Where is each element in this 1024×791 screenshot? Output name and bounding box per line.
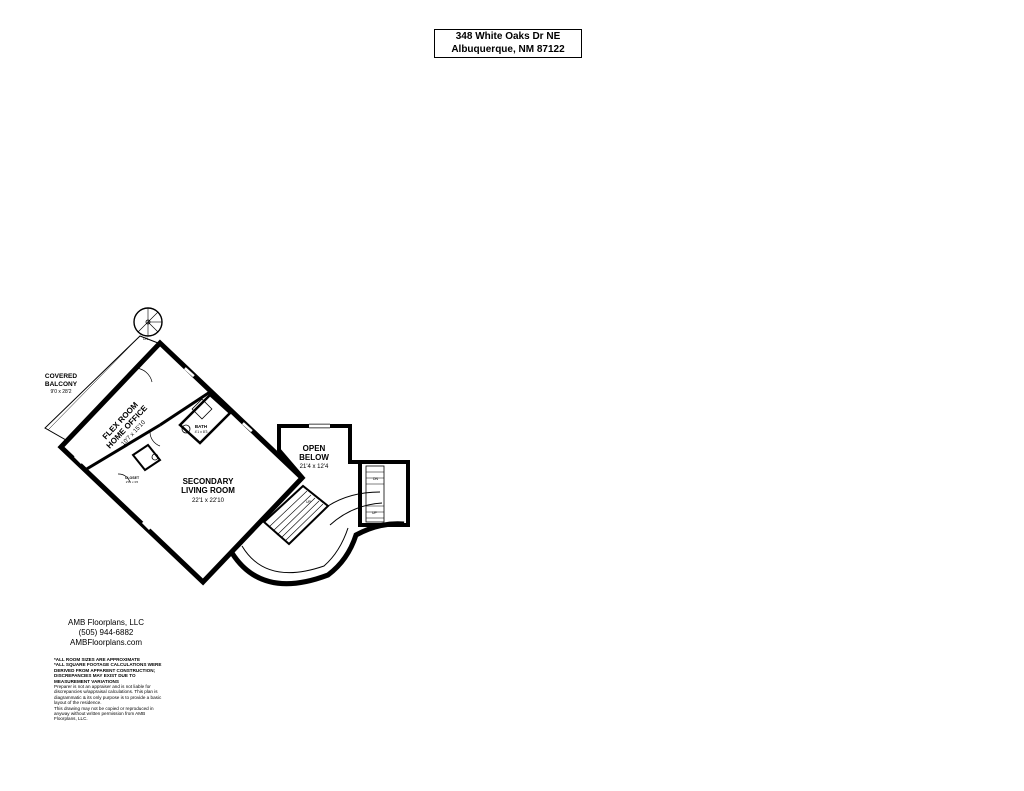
open-below-dims: 21'4 x 12'4 (300, 464, 329, 470)
spiral-stair: DN (133, 307, 163, 341)
label-flex-room: FLEX ROOM HOME OFFICE 10'7 x 15'10 (101, 400, 150, 450)
living-name-line-2: LIVING ROOM (181, 486, 235, 495)
curved-bay (229, 521, 405, 587)
living-dims: 22'1 x 22'10 (192, 498, 225, 504)
disclaimer-line: *ALL SQUARE FOOTAGE CALCULATIONS WERE (54, 662, 162, 668)
label-covered-balcony: COVERED BALCONY 9'0 x 28'2 (45, 373, 78, 395)
disclaimer-line: DERIVED FROM APPARENT CONSTRUCTION; (54, 667, 156, 673)
main-stair (262, 484, 383, 546)
right-stair-up-label: UP (372, 511, 378, 515)
disclaimer-line: *ALL ROOM SIZES ARE APPROXIMATE (54, 657, 141, 662)
bath-dims: 4'1 x 8'3 (195, 430, 208, 434)
disclaimer-line: Preparer is not an appraiser and is not … (54, 684, 151, 690)
disclaimer-line: DISCREPANCIES MAY EXIST DUE TO (54, 673, 136, 679)
spiral-stair-dn-label: DN (143, 337, 149, 341)
bath-name: BATH (195, 424, 207, 429)
right-stair-dn-label: DN (373, 477, 379, 481)
closet-name: CLOSET (125, 476, 140, 480)
balcony-dims: 9'0 x 28'2 (50, 389, 71, 395)
address-line-2: Albuquerque, NM 87122 (451, 43, 565, 55)
company-phone: (505) 944-6882 (78, 628, 134, 637)
label-secondary-living: SECONDARY LIVING ROOM 22'1 x 22'10 (181, 477, 235, 504)
label-open-below: OPEN BELOW 21'4 x 12'4 (299, 444, 329, 470)
balcony-name-line-2: BALCONY (45, 381, 78, 388)
disclaimer-line: This drawing may not be copied or reprod… (54, 705, 154, 711)
living-name-line-1: SECONDARY (183, 477, 234, 486)
disclaimer-line: discrepancies w/appraisal calculations. … (54, 689, 158, 695)
open-below-name-line-1: OPEN (303, 444, 326, 453)
open-below-name-line-2: BELOW (299, 453, 329, 462)
closet-dims: 2'11 x 3'6 (126, 480, 139, 484)
disclaimer-line: MEASUREMENT VARIATIONS (54, 678, 119, 684)
disclaimer: *ALL ROOM SIZES ARE APPROXIMATE *ALL SQU… (54, 657, 204, 722)
address-box: 348 White Oaks Dr NE Albuquerque, NM 871… (434, 29, 582, 58)
main-stair-up-label: UP (306, 500, 312, 504)
label-bath: BATH 4'1 x 8'3 (195, 424, 208, 434)
disclaimer-line: anyway without written permission from A… (54, 711, 146, 717)
windows (73, 366, 253, 531)
disclaimer-line: diagrammatic & its only purpose is to pr… (54, 694, 162, 700)
balcony-name-line-1: COVERED (45, 373, 77, 380)
company-name: AMB Floorplans, LLC (67, 618, 145, 627)
main-block-walls (57, 339, 306, 586)
disclaimer-line: layout of the residence. (54, 700, 102, 706)
company-info: AMB Floorplans, LLC (505) 944-6882 AMBFl… (58, 618, 154, 648)
open-below (277, 423, 360, 480)
label-closet: CLOSET 2'11 x 3'6 (125, 476, 140, 484)
disclaimer-line: Floorplans, LLC. (54, 716, 88, 722)
company-website: AMBFloorplans.com (69, 638, 143, 647)
right-stair (358, 460, 410, 527)
address-line-1: 348 White Oaks Dr NE (455, 31, 561, 42)
